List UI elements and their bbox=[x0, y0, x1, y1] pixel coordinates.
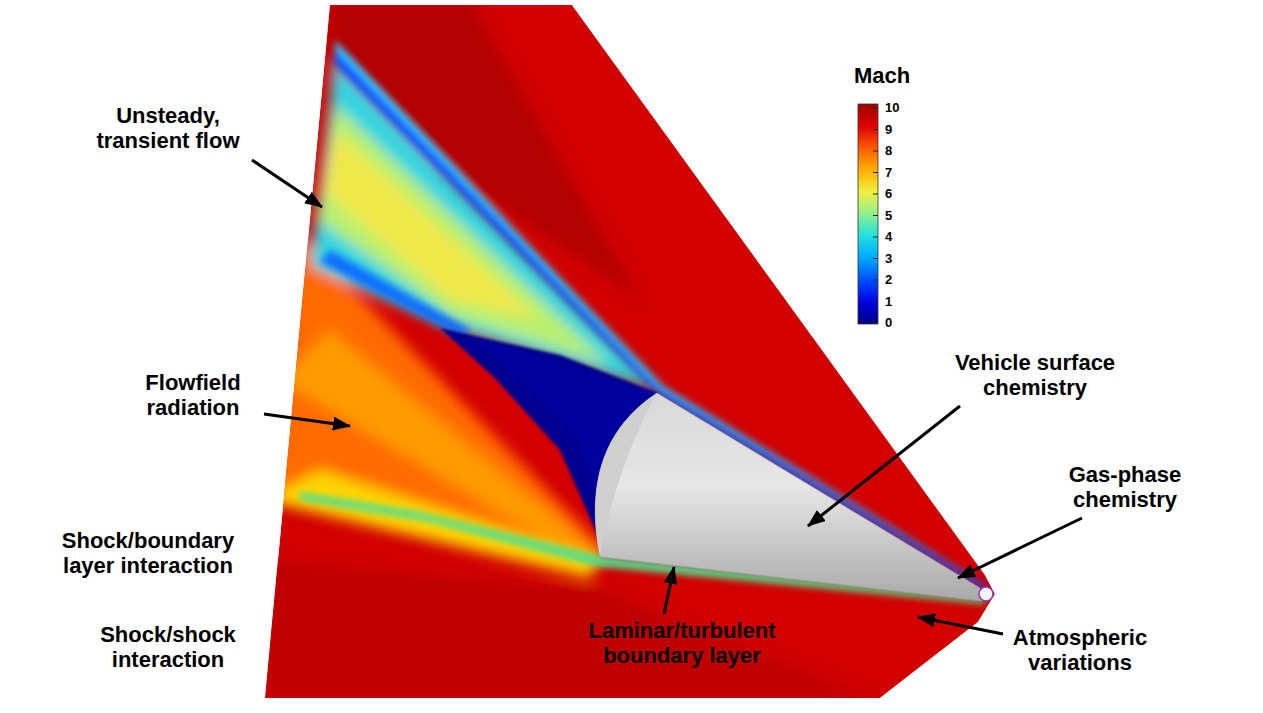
nose-tip bbox=[979, 587, 993, 601]
leader-line bbox=[918, 617, 1003, 634]
tick-mark bbox=[873, 301, 878, 302]
tick-mark bbox=[873, 194, 878, 195]
leader-line bbox=[264, 414, 350, 426]
leader-line bbox=[808, 406, 960, 526]
leader-line bbox=[664, 567, 674, 614]
tick-mark bbox=[873, 280, 878, 281]
colorbar-tick-label: 7 bbox=[885, 166, 892, 179]
tick-mark bbox=[873, 151, 878, 152]
cone-base bbox=[595, 393, 657, 557]
leader-lines bbox=[252, 160, 1082, 634]
leader-line bbox=[252, 160, 322, 207]
soft-contours bbox=[262, 0, 880, 700]
tick-mark bbox=[873, 172, 878, 173]
tick-mark bbox=[873, 323, 878, 324]
callout-label: Shock/boundary layer interaction bbox=[46, 528, 251, 579]
mach-contour-field bbox=[262, 0, 995, 700]
colorbar-tick-label: 0 bbox=[885, 316, 892, 329]
colorbar-tick-label: 1 bbox=[885, 295, 892, 308]
callout-label: Shock/shock interaction bbox=[86, 622, 251, 673]
tick-mark bbox=[873, 215, 878, 216]
expansion-fan-yellow bbox=[262, 470, 600, 578]
callout-label: Laminar/turbulent boundary layer bbox=[580, 618, 785, 669]
colorbar-tick-label: 10 bbox=[885, 101, 899, 114]
callout-label: Gas-phase chemistry bbox=[1058, 462, 1193, 513]
colorbar-tick-label: 5 bbox=[885, 209, 892, 222]
wake-neck-line bbox=[320, 250, 470, 338]
wake-shear-green bbox=[318, 105, 610, 365]
tick-mark bbox=[873, 108, 878, 109]
tick-mark bbox=[873, 129, 878, 130]
tick-mark bbox=[873, 237, 878, 238]
colorbar-title: Mach bbox=[854, 64, 910, 88]
colorbar-tick-label: 8 bbox=[885, 144, 892, 157]
callout-label: Unsteady, transient flow bbox=[81, 103, 256, 154]
colorbar-tick-label: 6 bbox=[885, 187, 892, 200]
mach-colorbar bbox=[858, 104, 878, 324]
tick-mark bbox=[873, 258, 878, 259]
colorbar-tick-label: 9 bbox=[885, 123, 892, 136]
colorbar-tick-label: 2 bbox=[885, 273, 892, 286]
callout-label: Atmospheric variations bbox=[1003, 625, 1158, 676]
colorbar-tick-label: 3 bbox=[885, 252, 892, 265]
colorbar-tick-label: 4 bbox=[885, 230, 892, 243]
callout-label: Vehicle surface chemistry bbox=[940, 350, 1130, 401]
cone-vehicle bbox=[595, 393, 982, 601]
callout-label: Flowfield radiation bbox=[126, 370, 261, 421]
colorbar-ticks bbox=[873, 108, 878, 323]
leader-line bbox=[958, 518, 1082, 578]
sharp-contours bbox=[300, 40, 985, 604]
